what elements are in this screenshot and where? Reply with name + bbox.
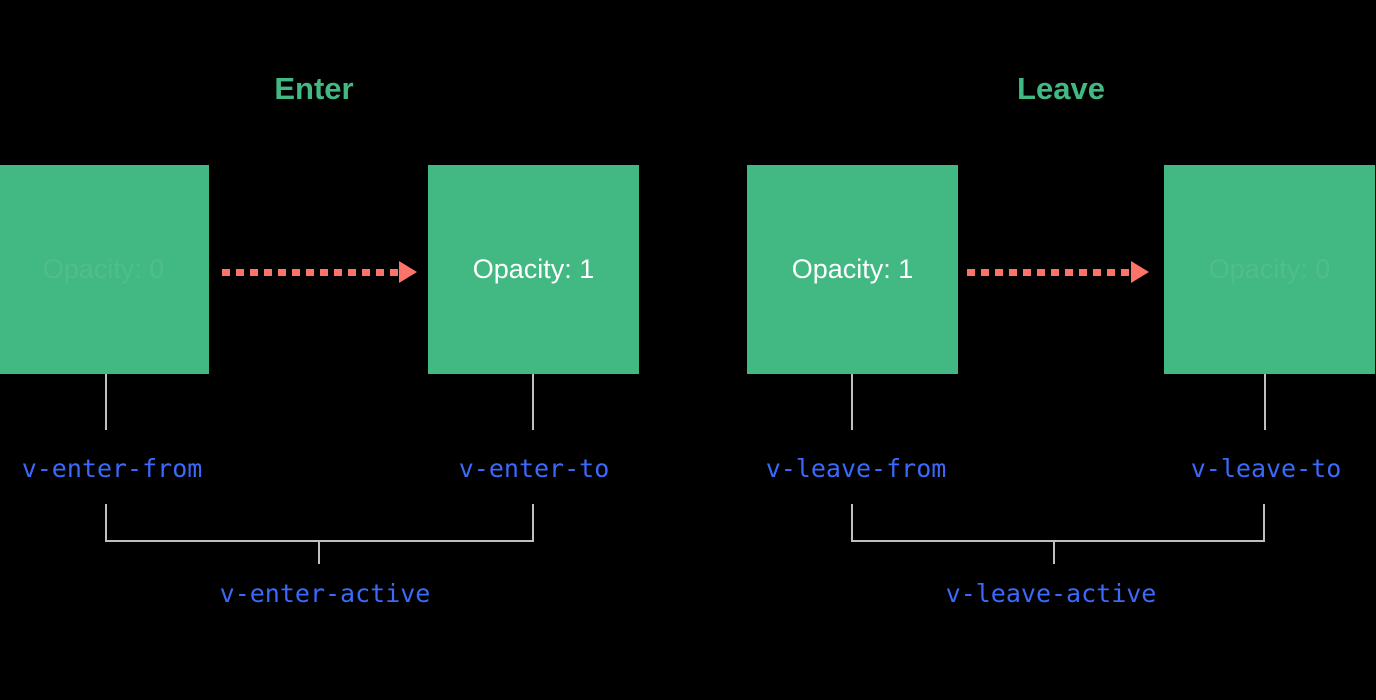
leave-to-state-box: Opacity: 0 <box>1164 165 1375 374</box>
enter-active-connector-stem <box>318 540 320 564</box>
class-label-v-enter-to: v-enter-to <box>458 454 610 483</box>
leave-from-state-box: Opacity: 1 <box>747 165 958 374</box>
enter-to-state-box: Opacity: 1 <box>428 165 639 374</box>
enter-from-state-box: Opacity: 0 <box>0 165 209 374</box>
class-label-v-leave-from: v-leave-from <box>765 454 947 483</box>
class-label-v-leave-active: v-leave-active <box>945 579 1157 608</box>
leave-to-connector-stem <box>1264 374 1266 430</box>
enter-arrow-shaft <box>222 268 398 276</box>
enter-to-opacity-label: Opacity: 1 <box>472 254 595 284</box>
class-label-v-enter-active: v-enter-active <box>219 579 431 608</box>
class-label-v-enter-from: v-enter-from <box>21 454 203 483</box>
enter-from-connector-stem <box>105 374 107 430</box>
leave-from-connector-stem <box>851 374 853 430</box>
enter-active-span-bracket <box>105 504 534 542</box>
enter-from-opacity-label: Opacity: 0 <box>42 254 165 284</box>
leave-to-opacity-label: Opacity: 0 <box>1208 254 1331 284</box>
leave-from-opacity-label: Opacity: 1 <box>791 254 914 284</box>
leave-arrow-shaft <box>967 268 1130 276</box>
leave-active-span-bracket <box>851 504 1265 542</box>
enter-to-connector-stem <box>532 374 534 430</box>
leave-active-connector-stem <box>1053 540 1055 564</box>
leave-arrow-head-icon <box>1131 261 1149 283</box>
enter-arrow-head-icon <box>399 261 417 283</box>
phase-title-leave: Leave <box>1017 71 1105 106</box>
leave-transition-arrow <box>967 261 1149 283</box>
class-label-v-leave-to: v-leave-to <box>1190 454 1342 483</box>
phase-title-enter: Enter <box>274 71 354 106</box>
enter-transition-arrow <box>222 261 417 283</box>
